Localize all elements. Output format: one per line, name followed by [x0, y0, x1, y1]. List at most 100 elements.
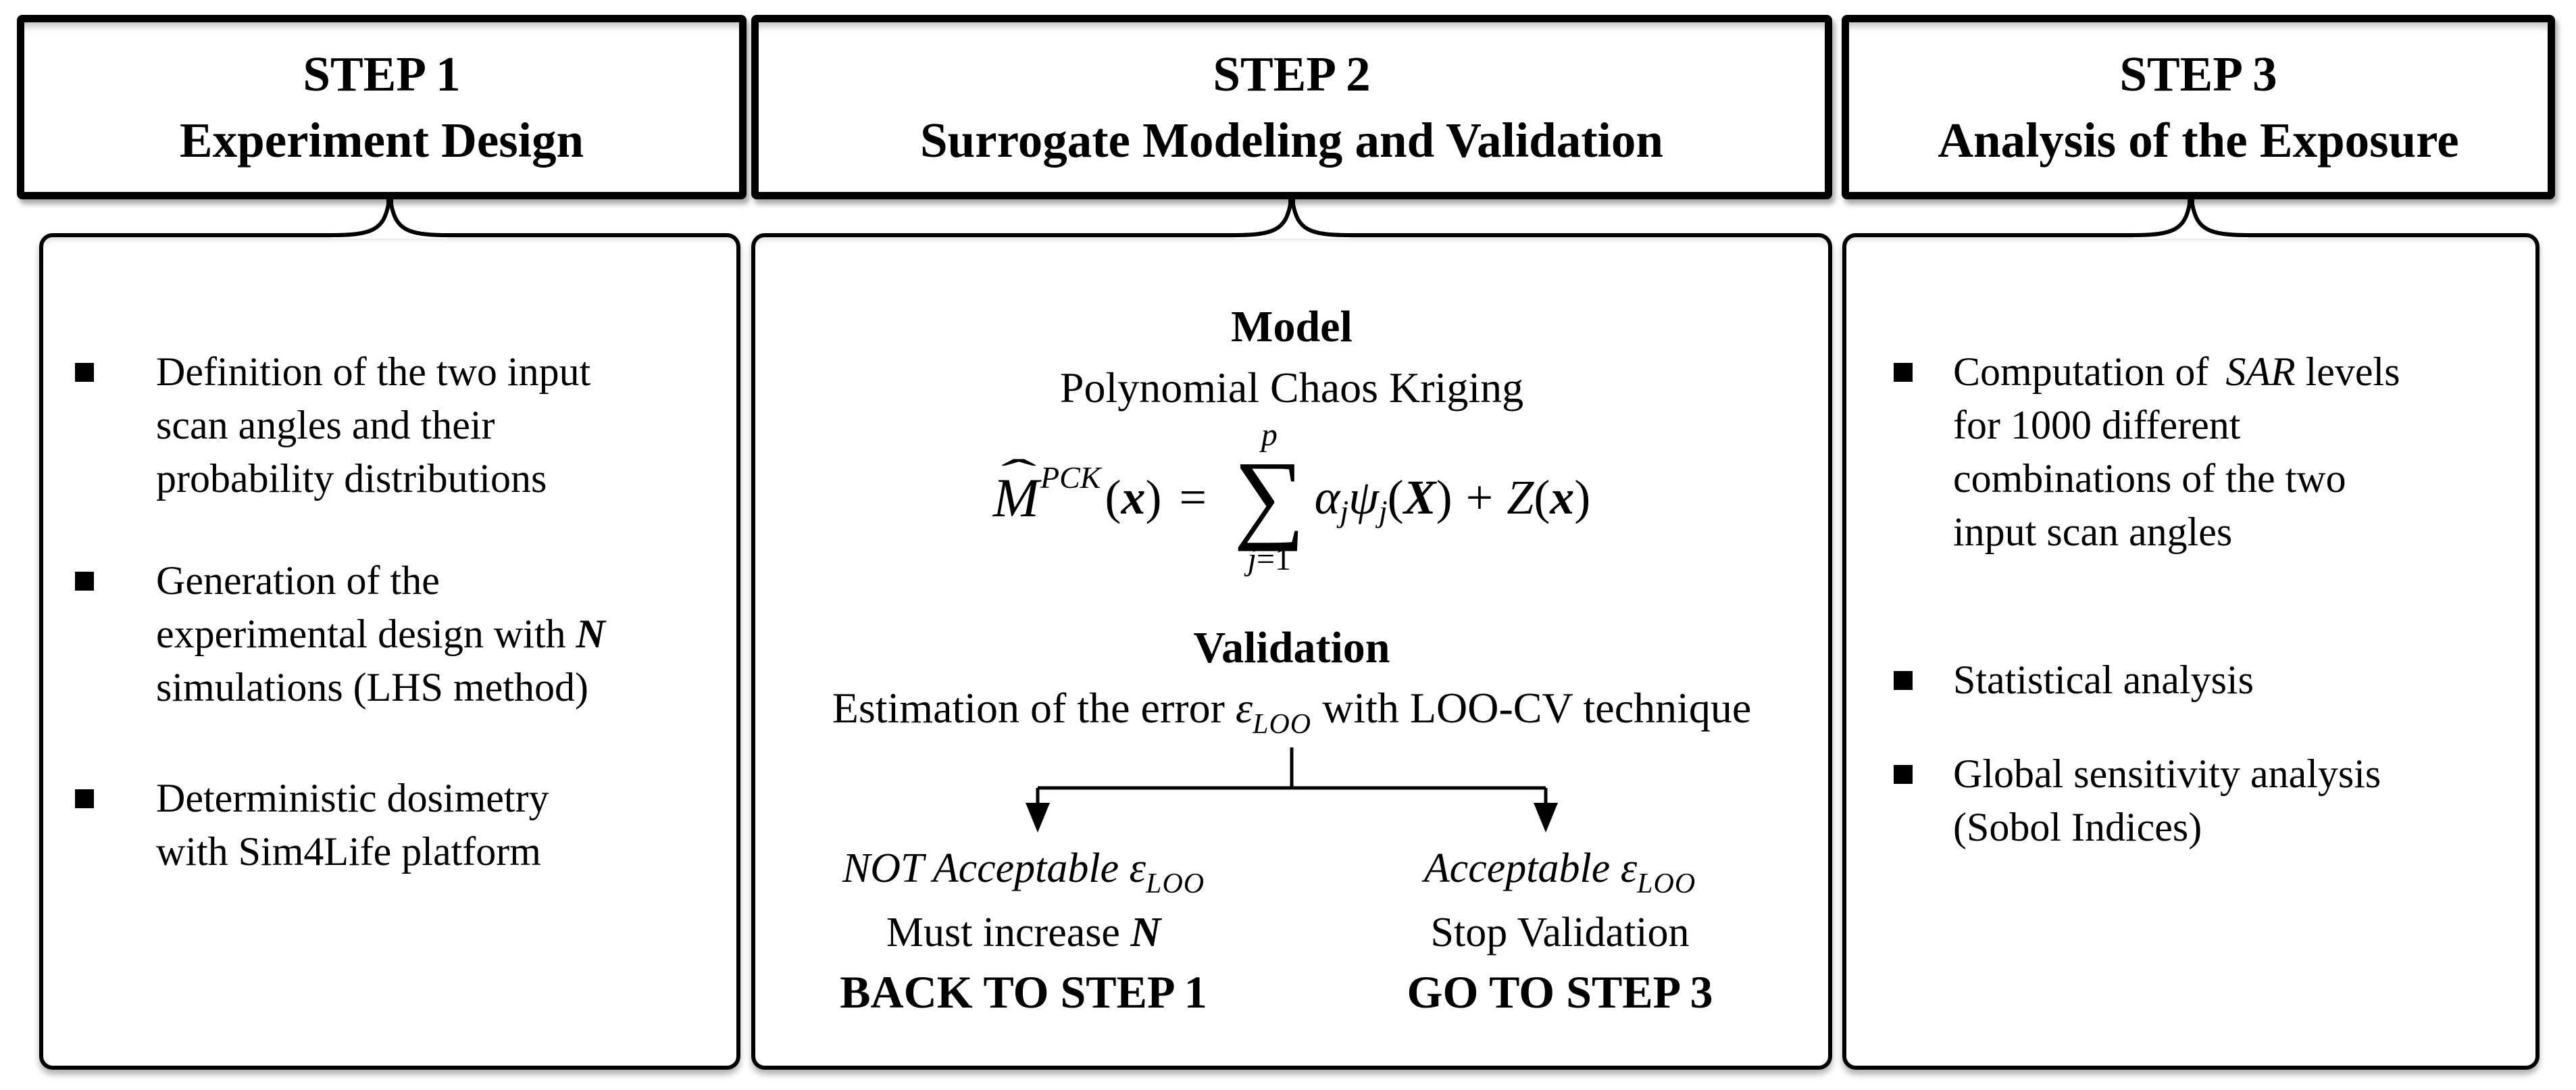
- bullet-text: Computation of SAR levels for 1000 diffe…: [1953, 345, 2400, 559]
- square-bullet-icon: [1894, 671, 1913, 690]
- branch-goto: BACK TO STEP 1: [840, 966, 1207, 1018]
- text-line: Definition of the two input: [156, 349, 591, 394]
- model-name: Polynomial Chaos Kriging: [1059, 364, 1524, 412]
- square-bullet-icon: [1894, 765, 1913, 784]
- step1-header-title: Experiment Design: [179, 112, 584, 168]
- split-arrow-icon: [1026, 747, 1558, 833]
- validation-branches: NOT Acceptable εLOO Must increase N BACK…: [755, 838, 1828, 1022]
- bullet-text: Global sensitivity analysis (Sobol Indic…: [1953, 747, 2381, 854]
- text-line: Deterministic dosimetry: [156, 776, 549, 820]
- branch-label: Acceptable εLOO: [1423, 845, 1696, 899]
- text-line: with Sim4Life platform: [156, 829, 541, 874]
- sum-lower-limit: j=1: [1247, 541, 1292, 577]
- text-line: combinations of the two: [1953, 456, 2346, 501]
- brace-connector-icon: [1234, 197, 1350, 239]
- text-line: input scan angles: [1953, 510, 2233, 554]
- square-bullet-icon: [75, 789, 94, 808]
- superscript-pck: PCK: [1040, 460, 1101, 495]
- paren: ): [1145, 470, 1162, 524]
- step1-header-box: STEP 1 Experiment Design: [17, 15, 747, 199]
- branch-not-acceptable: NOT Acceptable εLOO Must increase N BACK…: [755, 838, 1292, 1022]
- z-symbol: Z: [1507, 470, 1534, 524]
- equals-sign: =: [1179, 470, 1207, 524]
- bullet-text: Statistical analysis: [1953, 653, 2254, 707]
- bullet-text: Generation of the experimental design wi…: [156, 554, 605, 714]
- summation-symbol: p∑j=1: [1234, 418, 1305, 578]
- step1-bullet-list: Definition of the two input scan angles …: [43, 237, 736, 878]
- square-bullet-icon: [75, 363, 94, 382]
- alpha-symbol: α: [1314, 470, 1340, 524]
- text-segment: Computation of: [1953, 349, 2219, 394]
- text-line: Global sensitivity analysis: [1953, 751, 2381, 796]
- model-heading: Model: [1231, 302, 1353, 351]
- text-line: (Sobol Indices): [1953, 805, 2202, 849]
- sigma-icon: ∑: [1234, 441, 1305, 552]
- hat-accent-icon: ˆ: [1001, 451, 1037, 501]
- branch-action: Must increase N: [886, 910, 1161, 956]
- paren: (: [1105, 470, 1121, 524]
- epsilon-subscript: LOO: [1146, 868, 1205, 899]
- plus-sign: +: [1465, 470, 1494, 524]
- list-item: Deterministic dosimetry with Sim4Life pl…: [75, 772, 726, 878]
- bullet-text: Definition of the two input scan angles …: [156, 345, 590, 505]
- subscript-j: j: [1340, 494, 1349, 528]
- sum-upper-limit: p: [1261, 416, 1278, 453]
- paren: ): [1436, 470, 1453, 524]
- step1-panel: Definition of the two input scan angles …: [39, 197, 740, 1070]
- epsilon-symbol: ε: [1620, 845, 1638, 891]
- epsilon-symbol: ε: [1235, 684, 1253, 732]
- text-line: experimental design with: [156, 612, 576, 656]
- list-item: Definition of the two input scan angles …: [75, 345, 726, 505]
- brace-connector-icon: [2133, 197, 2249, 239]
- text-line: Statistical analysis: [1953, 658, 2254, 702]
- bold-x: x: [1121, 470, 1146, 524]
- text-line: Generation of the: [156, 558, 440, 603]
- epsilon-subscript: LOO: [1637, 868, 1696, 899]
- step3-panel: Computation of SAR levels for 1000 diffe…: [1842, 197, 2540, 1070]
- epsilon-symbol: ε: [1129, 845, 1146, 891]
- text-segment: levels: [2295, 349, 2400, 394]
- text-segment: Estimation of the error: [832, 684, 1236, 732]
- sar-term: SAR: [2225, 349, 2296, 394]
- text-segment: with LOO-CV technique: [1311, 684, 1752, 732]
- step2-header-box: STEP 2 Surrogate Modeling and Validation: [751, 15, 1832, 199]
- text-line: probability distributions: [156, 456, 547, 501]
- step3-header-title: Analysis of the Exposure: [1938, 112, 2459, 168]
- validation-heading: Validation: [1193, 623, 1390, 672]
- branch-label: NOT Acceptable εLOO: [842, 845, 1205, 899]
- step2-header-step: STEP 2: [1213, 46, 1371, 101]
- square-bullet-icon: [75, 572, 94, 591]
- step3-header-box: STEP 3 Analysis of the Exposure: [1842, 15, 2555, 199]
- square-bullet-icon: [1894, 363, 1913, 382]
- step2-header-title: Surrogate Modeling and Validation: [920, 112, 1663, 168]
- paren: (: [1387, 470, 1404, 524]
- text-line: for 1000 different: [1953, 403, 2241, 447]
- brace-connector-icon: [332, 197, 448, 239]
- psi-symbol: ψ: [1348, 470, 1379, 524]
- estimation-line: Estimation of the error εLOO with LOO-CV…: [832, 678, 1752, 743]
- branch-acceptable: Acceptable εLOO Stop Validation GO TO ST…: [1292, 838, 1828, 1022]
- list-item: Global sensitivity analysis (Sobol Indic…: [1894, 747, 2525, 854]
- list-item: Statistical analysis: [1894, 653, 2525, 707]
- branch-action: Stop Validation: [1430, 910, 1690, 956]
- bullet-text: Deterministic dosimetry with Sim4Life pl…: [156, 772, 549, 878]
- text-line: scan angles and their: [156, 403, 495, 447]
- step3-bullet-list: Computation of SAR levels for 1000 diffe…: [1846, 237, 2535, 854]
- variable-n: N: [1130, 910, 1161, 956]
- subscript-j: j: [1378, 494, 1388, 528]
- list-item: Generation of the experimental design wi…: [75, 554, 726, 714]
- paren: (: [1534, 470, 1550, 524]
- step3-header-step: STEP 3: [2119, 46, 2277, 101]
- bold-X: X: [1403, 470, 1436, 524]
- step1-header-step: STEP 1: [303, 46, 461, 101]
- bold-x: x: [1550, 470, 1575, 524]
- paren: ): [1574, 470, 1591, 524]
- branch-goto: GO TO STEP 3: [1407, 966, 1713, 1018]
- list-item: Computation of SAR levels for 1000 diffe…: [1894, 345, 2525, 559]
- text-line: simulations (LHS method): [156, 665, 588, 710]
- epsilon-subscript: LOO: [1253, 709, 1312, 740]
